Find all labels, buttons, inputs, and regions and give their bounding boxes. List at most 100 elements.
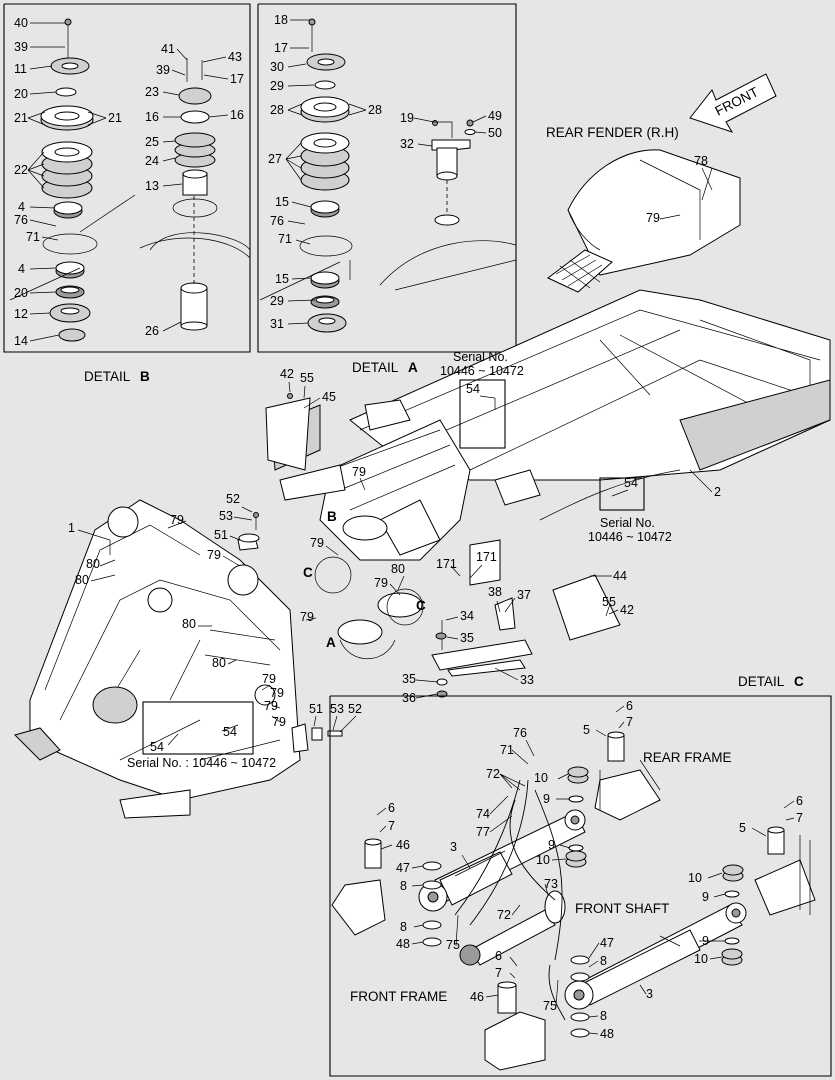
- callout-label: 77: [476, 825, 490, 839]
- callout-label: 75: [543, 999, 557, 1013]
- callout-label: 8: [600, 954, 607, 968]
- callout-label: 72: [497, 908, 511, 922]
- rear-frame-drawing: [265, 289, 831, 698]
- callout-label: 30: [270, 60, 284, 74]
- serial-label-upper: Serial No.: [453, 350, 508, 364]
- serial-full-label: Serial No. : 10446 ~ 10472: [127, 756, 276, 770]
- callout-label: 79: [310, 536, 324, 550]
- callout-label: 53: [219, 509, 233, 523]
- callout-label: 171: [476, 550, 497, 564]
- callout-label: 28: [270, 103, 284, 117]
- detail-a-marker: A: [326, 635, 336, 650]
- callout-label: 47: [600, 936, 614, 950]
- callout-label: 51: [309, 702, 323, 716]
- callout-label: 52: [348, 702, 362, 716]
- callout-label: 71: [26, 230, 40, 244]
- callout-label: 79: [207, 548, 221, 562]
- callout-label: 5: [739, 821, 746, 835]
- callout-label: 42: [620, 603, 634, 617]
- callout-label: 74: [476, 807, 490, 821]
- callout-label: 79: [262, 672, 276, 686]
- callout-label: 12: [14, 307, 28, 321]
- callout-label: 20: [14, 87, 28, 101]
- callout-label: 79: [264, 699, 278, 713]
- callout-label: 15: [275, 195, 289, 209]
- callout-label: 5: [583, 723, 590, 737]
- callout-label: 42: [280, 367, 294, 381]
- callout-label: 79: [272, 715, 286, 729]
- detail-a-panel: 18 17 30 29 28 28 27 15 76 71 15 29 31 1…: [257, 3, 517, 353]
- detail-c-marker-left: C: [303, 565, 313, 580]
- callout-label: 54: [223, 725, 237, 739]
- rear-fender-title: REAR FENDER (R.H): [546, 125, 679, 140]
- callout-label: 8: [400, 920, 407, 934]
- callout-label: 80: [391, 562, 405, 576]
- callout-label: 20: [14, 286, 28, 300]
- callout-label: 79: [374, 576, 388, 590]
- callout-label: 71: [500, 743, 514, 757]
- callout-label: 24: [145, 154, 159, 168]
- callout-label: 39: [14, 40, 28, 54]
- callout-label: 4: [18, 262, 25, 276]
- front-shaft-label: FRONT SHAFT: [575, 901, 669, 916]
- detail-b-panel: 40 39 11 20 21 21 22 4 76 71 4 20 12 14 …: [3, 3, 251, 353]
- callout-label: 44: [613, 569, 627, 583]
- callout-label: 80: [212, 656, 226, 670]
- serial-range-lower: 10446 ~ 10472: [588, 530, 672, 544]
- callout-label: 39: [156, 63, 170, 77]
- callout-label: 80: [86, 557, 100, 571]
- callout-label: 171: [436, 557, 457, 571]
- callout-label: 8: [600, 1009, 607, 1023]
- callout-label: 6: [495, 949, 502, 963]
- front-frame-drawing: [14, 499, 343, 819]
- callout-label: 9: [543, 792, 550, 806]
- callout-label: 9: [548, 838, 555, 852]
- detail-b-letter: B: [140, 369, 150, 384]
- callout-label: 29: [270, 294, 284, 308]
- callout-label: 35: [402, 672, 416, 686]
- callout-label: 50: [488, 126, 502, 140]
- detail-a-callout-labels: 18 17 30 29 28 28 27 15 76 71 15 29 31 1…: [268, 13, 502, 331]
- callout-label: 80: [75, 573, 89, 587]
- callout-label: 54: [624, 476, 638, 490]
- callout-label: 32: [400, 137, 414, 151]
- detail-c-title: DETAIL: [738, 674, 785, 689]
- callout-label: 19: [400, 111, 414, 125]
- callout-label: 72: [486, 767, 500, 781]
- detail-c-callout-labels: 6 7 5 76 71 72 10 9 74 77 9 10 6 7 5 6 7…: [388, 699, 803, 1041]
- callout-label: 78: [694, 154, 708, 168]
- callout-label: 16: [145, 110, 159, 124]
- callout-label: 17: [274, 41, 288, 55]
- callout-label: 25: [145, 135, 159, 149]
- detail-c-letter: C: [794, 674, 804, 689]
- callout-label: 13: [145, 179, 159, 193]
- callout-label: 3: [646, 987, 653, 1001]
- callout-label: 2: [714, 485, 721, 499]
- serial-box-upper: [459, 379, 506, 449]
- detail-c-panel: 6 7 5 76 71 72 10 9 74 77 9 10 6 7 5 6 7…: [329, 695, 832, 1077]
- callout-label: 76: [14, 213, 28, 227]
- detail-a-title: DETAIL: [352, 360, 399, 375]
- callout-label: 7: [796, 811, 803, 825]
- serial-box-front: [142, 701, 254, 755]
- callout-label: 14: [14, 334, 28, 348]
- callout-label: 41: [161, 42, 175, 56]
- callout-label: 52: [226, 492, 240, 506]
- callout-label: 3: [450, 840, 457, 854]
- callout-label: 23: [145, 85, 159, 99]
- callout-label: 80: [182, 617, 196, 631]
- front-frame-label: FRONT FRAME: [350, 989, 447, 1004]
- serial-box-lower: [599, 477, 645, 511]
- main-callout-labels: 78 79 42 55 45 54 79 2 54 1 79 52 53 51 …: [68, 154, 721, 754]
- callout-label: 6: [626, 699, 633, 713]
- callout-label: 79: [352, 465, 366, 479]
- callout-label: 29: [270, 79, 284, 93]
- detail-b-callout-labels: 40 39 11 20 21 21 22 4 76 71 4 20 12 14 …: [14, 16, 244, 348]
- callout-label: 54: [466, 382, 480, 396]
- callout-label: 21: [108, 111, 122, 125]
- callout-label: 10: [536, 853, 550, 867]
- callout-label: 75: [446, 938, 460, 952]
- serial-range-upper: 10446 ~ 10472: [440, 364, 524, 378]
- detail-c-marker-right: C: [416, 598, 426, 613]
